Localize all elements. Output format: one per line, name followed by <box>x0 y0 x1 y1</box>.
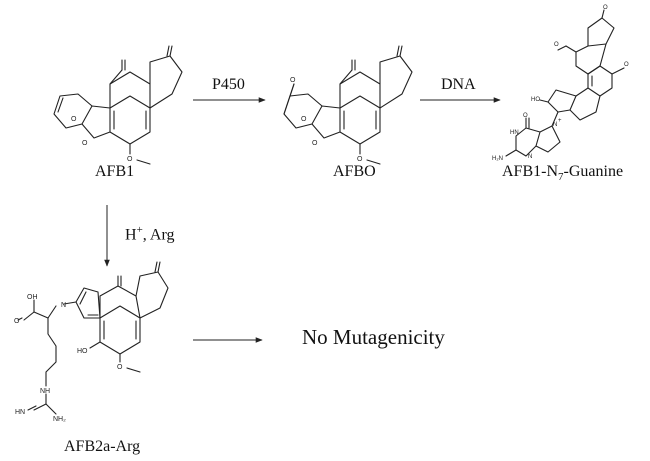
adduct-structure: O O O HO O N + HN N H₂N <box>492 5 629 162</box>
atom-h2n: H₂N <box>492 156 503 162</box>
atom-o-methoxy: O <box>127 156 133 163</box>
atom-o-epoxide: O <box>290 77 296 84</box>
label-adduct: AFB1-N7-Guanine <box>502 163 623 183</box>
atom-n-pyrrole: N <box>61 302 66 309</box>
afb1-structure: O O O <box>53 45 183 165</box>
atom-o-methoxy: O <box>357 156 363 163</box>
atom-o-dihydrofuran: O <box>312 140 318 147</box>
atom-o-guanine: O <box>523 113 528 119</box>
label-dna: DNA <box>441 76 476 93</box>
atom-nh2: NH₂ <box>53 416 66 423</box>
atom-o-acid: O <box>14 318 20 325</box>
atom-nh: HN <box>510 130 519 136</box>
afbo-structure: O O O O <box>283 45 413 165</box>
outcome-text: No Mutagenicity <box>302 325 445 349</box>
label-adduct-subscript: 7 <box>558 171 564 184</box>
label-adduct-suffix: -Guanine <box>563 163 624 180</box>
afb2a-arg-structure: N OH O NH HN NH₂ HO O <box>14 261 169 423</box>
label-acid-suffix: , Arg <box>142 226 175 244</box>
atom-o-furan: O <box>71 116 77 123</box>
atom-n7-plus: N <box>553 122 557 128</box>
atom-o-ketone: O <box>603 5 608 11</box>
atom-oh: HO <box>531 97 540 103</box>
atom-hn: HN <box>15 409 25 416</box>
atom-o-carbonyl: O <box>554 42 559 48</box>
atom-o-furan: O <box>301 116 307 123</box>
label-acid-arg: H+, Arg <box>125 224 175 244</box>
label-afb2a-arg: AFB2a-Arg <box>64 438 141 455</box>
label-acid-prefix: H <box>125 226 137 244</box>
label-afbo: AFBO <box>333 163 376 180</box>
atom-o-dihydrofuran: O <box>82 140 88 147</box>
label-adduct-prefix: AFB1-N <box>502 163 559 180</box>
label-afb1: AFB1 <box>95 163 135 180</box>
atom-o-methoxy: O <box>117 364 123 371</box>
atom-n: N <box>528 154 532 160</box>
label-acid-superscript: + <box>136 224 143 236</box>
atom-nh: NH <box>40 388 50 395</box>
label-p450: P450 <box>212 76 245 93</box>
atom-ho: HO <box>77 348 88 355</box>
atom-o-methoxy: O <box>624 62 629 68</box>
atom-oh-acid: OH <box>27 294 38 301</box>
atom-n7-charge: + <box>558 118 562 124</box>
